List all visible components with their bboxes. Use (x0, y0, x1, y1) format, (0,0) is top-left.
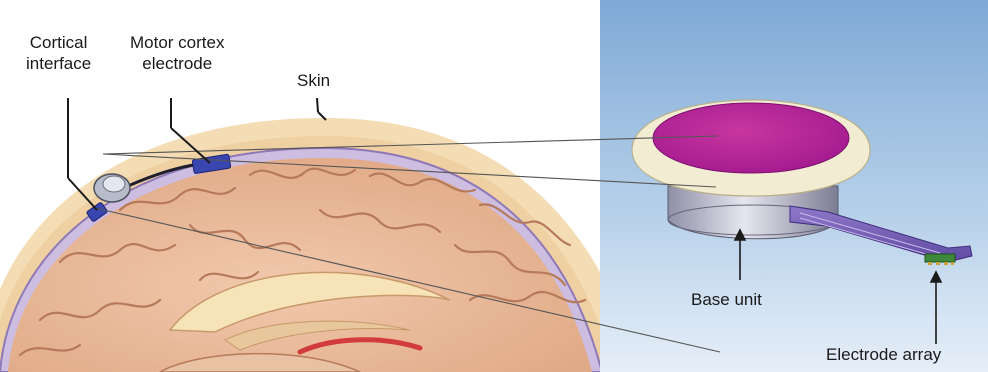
cortical-interface-label: Cortical interface (26, 32, 91, 74)
cortical-interface-label-line1: Cortical (30, 32, 88, 53)
electrode-array-label: Electrode array (826, 344, 941, 365)
implant-base-unit-small (94, 174, 130, 202)
skin-pointer (317, 98, 318, 112)
motor-cortex-electrode-label: Motor cortex electrode (130, 32, 224, 74)
cortical-interface-label-line2: interface (26, 53, 91, 74)
head-cross-section (0, 118, 640, 372)
base-unit-label: Base unit (691, 289, 762, 310)
motor-cortex-electrode-label-line2: electrode (142, 53, 212, 74)
skin-label: Skin (297, 70, 330, 91)
motor-cortex-electrode-label-line1: Motor cortex (130, 32, 224, 53)
